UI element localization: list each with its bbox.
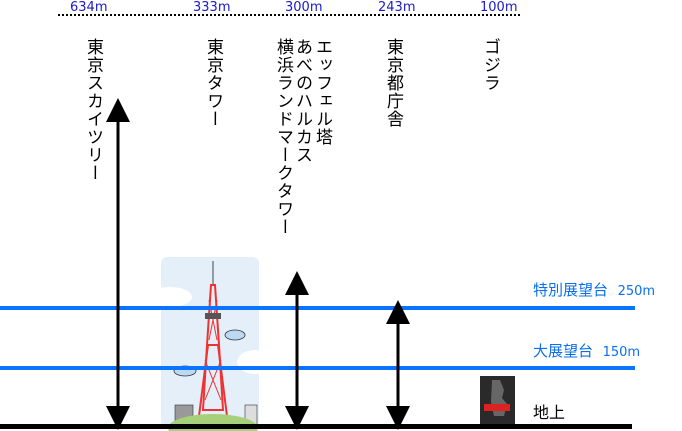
level-line-main [0,366,635,370]
label-eiffel: エッフェル塔 [312,38,332,146]
ground-line [0,424,632,429]
label-tocho: 東京都庁舎 [383,38,403,128]
height-skytree: 634m [70,0,108,15]
label-godzilla: ゴジラ [480,38,500,92]
height-godzilla: 100m [480,0,518,15]
level-main-label: 大展望台 150m [533,340,640,361]
dotted-scale-line [58,14,520,16]
level-main-height: 150m [602,345,641,360]
ground-label: 地上 [533,403,566,422]
level-upper-name: 特別展望台 [533,281,609,299]
height-300m-group: 300m [285,0,323,15]
level-line-upper [0,306,635,310]
level-upper-height: 250m [617,284,656,299]
label-skytree: 東京スカイツリー [83,38,103,182]
height-tokyo-tower: 333m [193,0,231,15]
level-main-name: 大展望台 [533,342,594,360]
label-landmark-tower: 横浜ランドマークタワー [273,38,293,236]
label-abeno-harukas: あべのハルカス [292,38,312,164]
label-tokyo-tower: 東京タワー [203,38,223,128]
height-tocho: 243m [378,0,416,15]
level-upper-label: 特別展望台 250m [533,279,655,300]
